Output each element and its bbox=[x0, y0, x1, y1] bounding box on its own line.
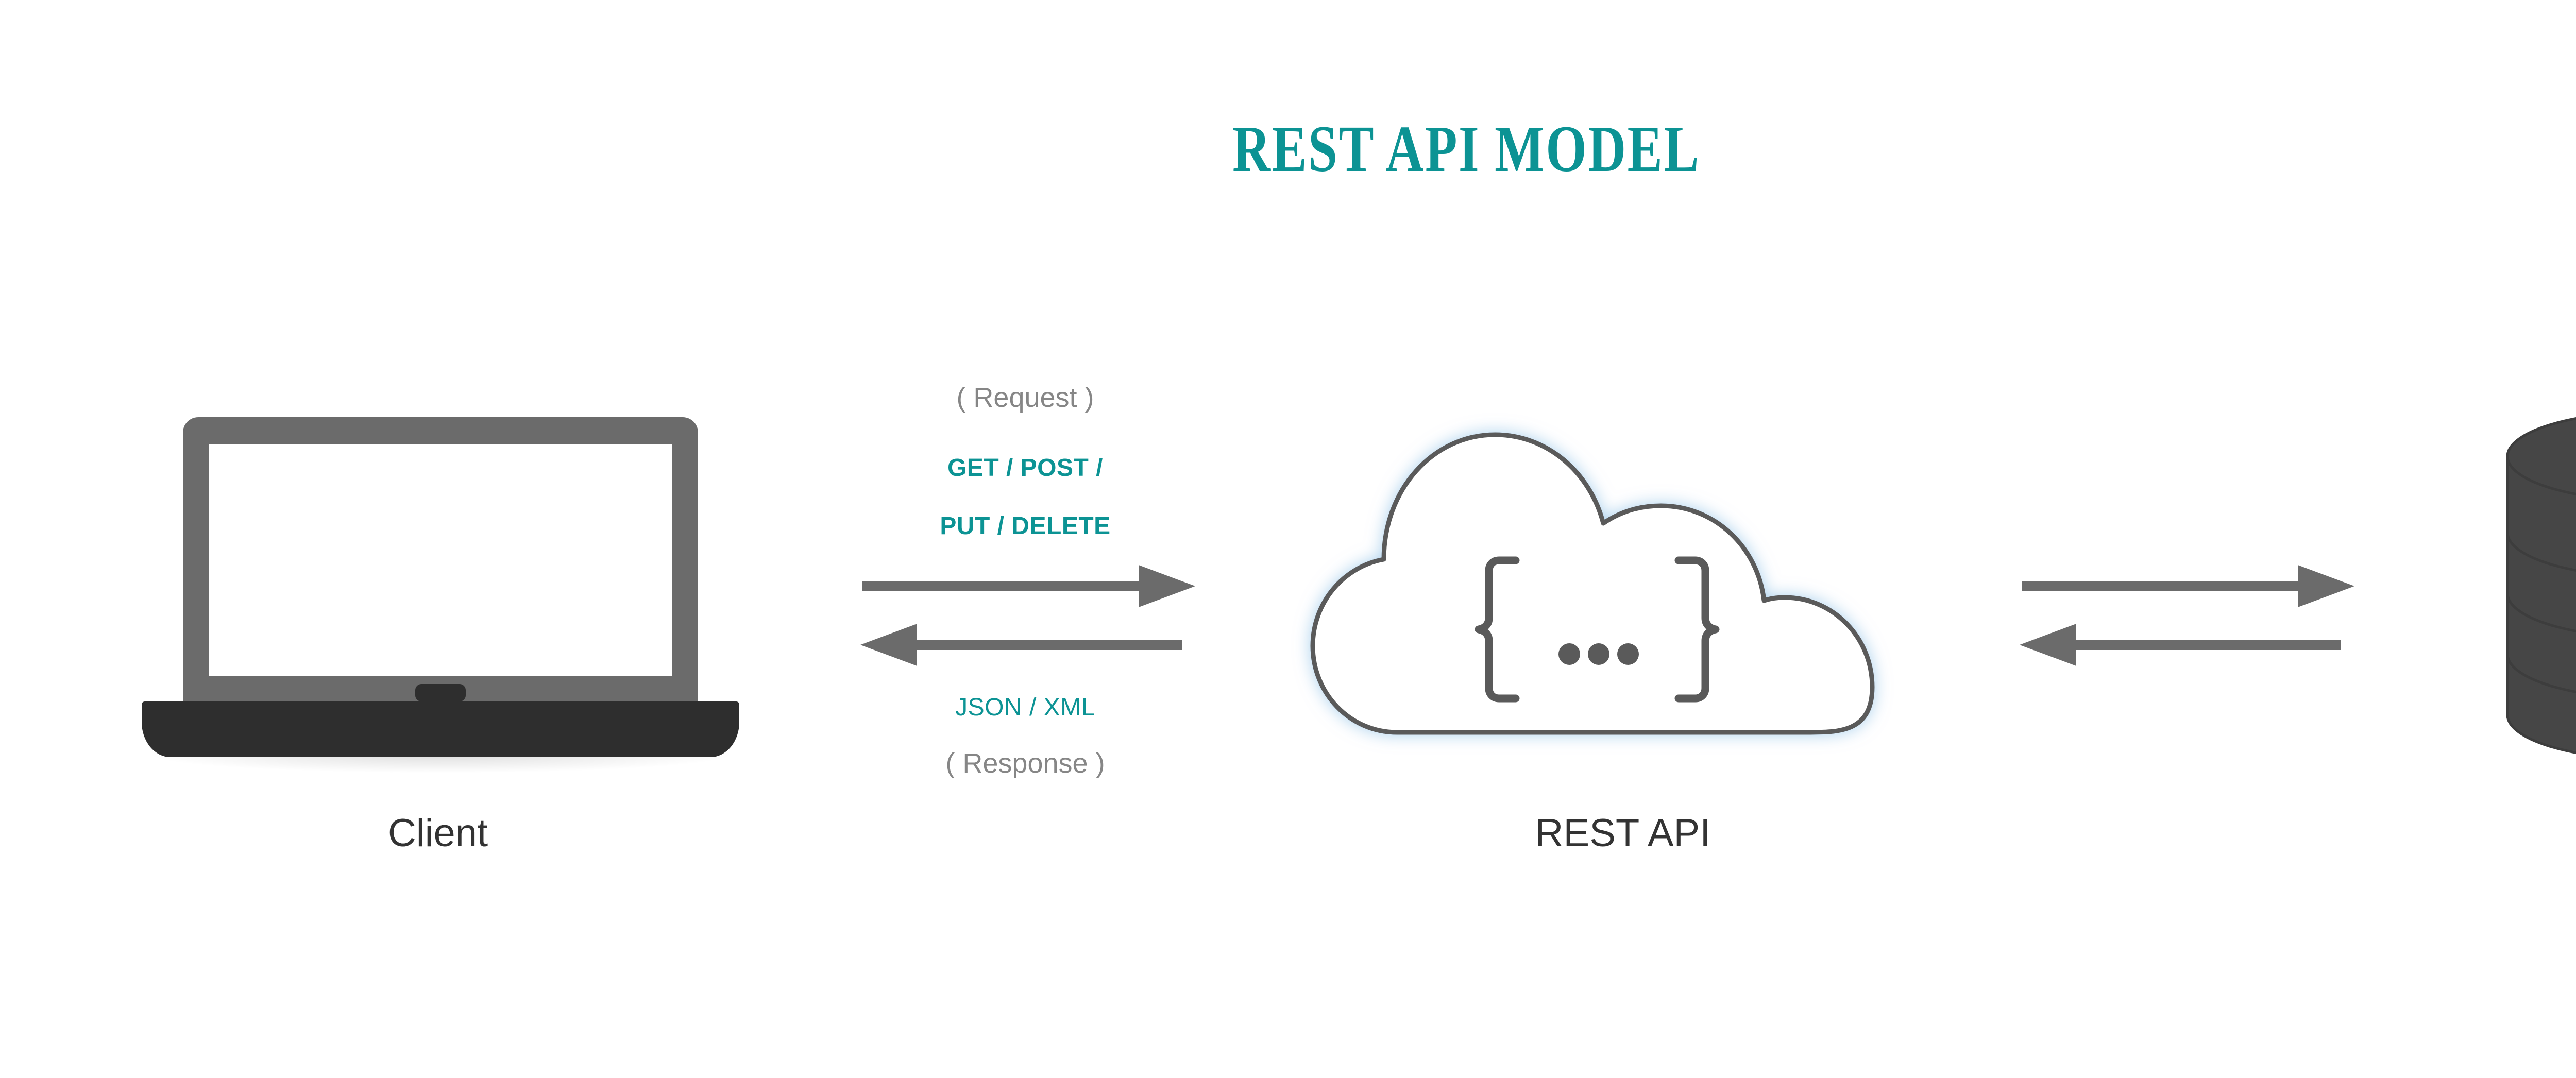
right-brace-glyph bbox=[1674, 556, 1720, 703]
arrow-from-database-left bbox=[2020, 624, 2341, 666]
laptop-icon bbox=[142, 417, 739, 773]
node-label-database: Database bbox=[2370, 814, 2576, 853]
arrow-to-database-right bbox=[2022, 565, 2354, 607]
cloud-braces-icon bbox=[1283, 397, 1963, 778]
ellipsis-dot-1 bbox=[1558, 643, 1580, 665]
arrows-client-api bbox=[850, 559, 1206, 677]
left-brace-glyph bbox=[1475, 556, 1520, 703]
page-title: REST API MODEL bbox=[1232, 112, 1700, 185]
arrow-response-left bbox=[860, 624, 1182, 666]
edge-label-response: ( Response ) bbox=[945, 748, 1105, 779]
laptop-screen bbox=[209, 444, 672, 676]
ellipsis-dot-3 bbox=[1617, 643, 1639, 665]
database-layers bbox=[2506, 417, 2576, 754]
arrow-request-right bbox=[862, 565, 1195, 607]
laptop-base bbox=[142, 701, 739, 757]
edge-label-response-format: JSON / XML bbox=[955, 694, 1095, 721]
database-cylinder-icon bbox=[2496, 397, 2576, 757]
edge-label-request: ( Request ) bbox=[956, 382, 1094, 413]
node-label-rest-api: REST API bbox=[1535, 811, 1711, 855]
ellipsis-dot-2 bbox=[1588, 643, 1609, 665]
laptop-lid bbox=[183, 417, 698, 715]
edge-label-http-methods-line2: PUT / DELETE bbox=[940, 512, 1111, 540]
edge-label-http-methods-line1: GET / POST / bbox=[947, 454, 1104, 482]
cloud-shape bbox=[1310, 432, 1875, 735]
arrows-api-database bbox=[2009, 559, 2370, 677]
laptop-trackpad-notch bbox=[415, 684, 466, 701]
node-label-client: Client bbox=[387, 811, 488, 855]
